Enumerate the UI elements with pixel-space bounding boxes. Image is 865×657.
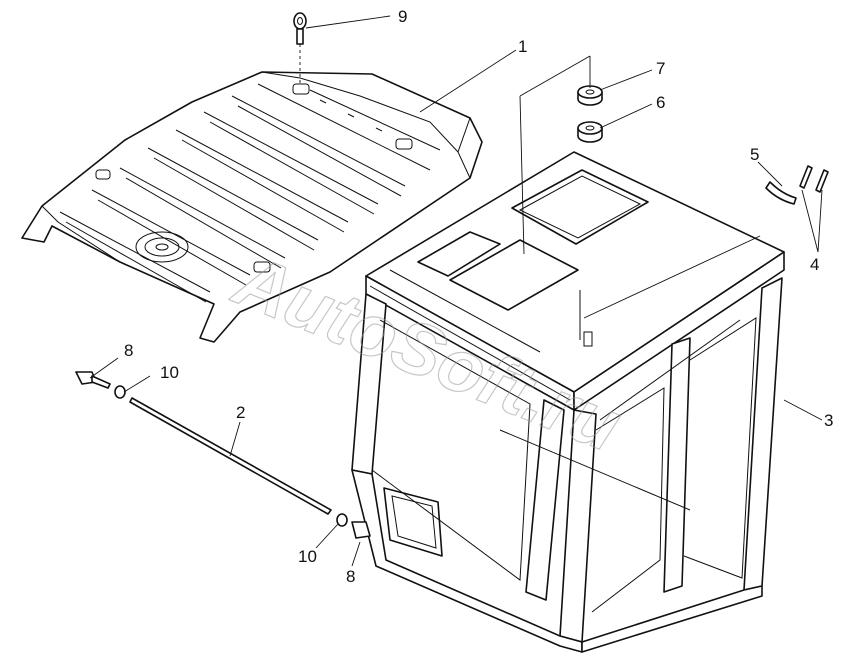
callout-6: 6 [656, 93, 665, 112]
callout-1: 1 [518, 37, 527, 56]
spacer-washer [577, 121, 603, 143]
callout-2: 2 [236, 403, 245, 422]
tie-rod-assembly [75, 371, 371, 539]
callout-9: 9 [398, 7, 407, 26]
eye-bolt [293, 12, 307, 86]
callout-10-right: 10 [298, 547, 317, 566]
callout-8-right: 8 [346, 567, 355, 586]
pin-set [765, 165, 829, 205]
callout-4: 4 [810, 255, 819, 274]
rubber-bushing [577, 85, 603, 106]
callout-3: 3 [824, 411, 833, 430]
callout-5: 5 [750, 145, 759, 164]
cab-frame [351, 151, 785, 653]
roof-cover-panel [21, 71, 483, 343]
callout-10-left: 10 [160, 363, 179, 382]
callout-7: 7 [656, 59, 665, 78]
callout-8-left: 8 [124, 341, 133, 360]
leader-lines [89, 15, 823, 567]
